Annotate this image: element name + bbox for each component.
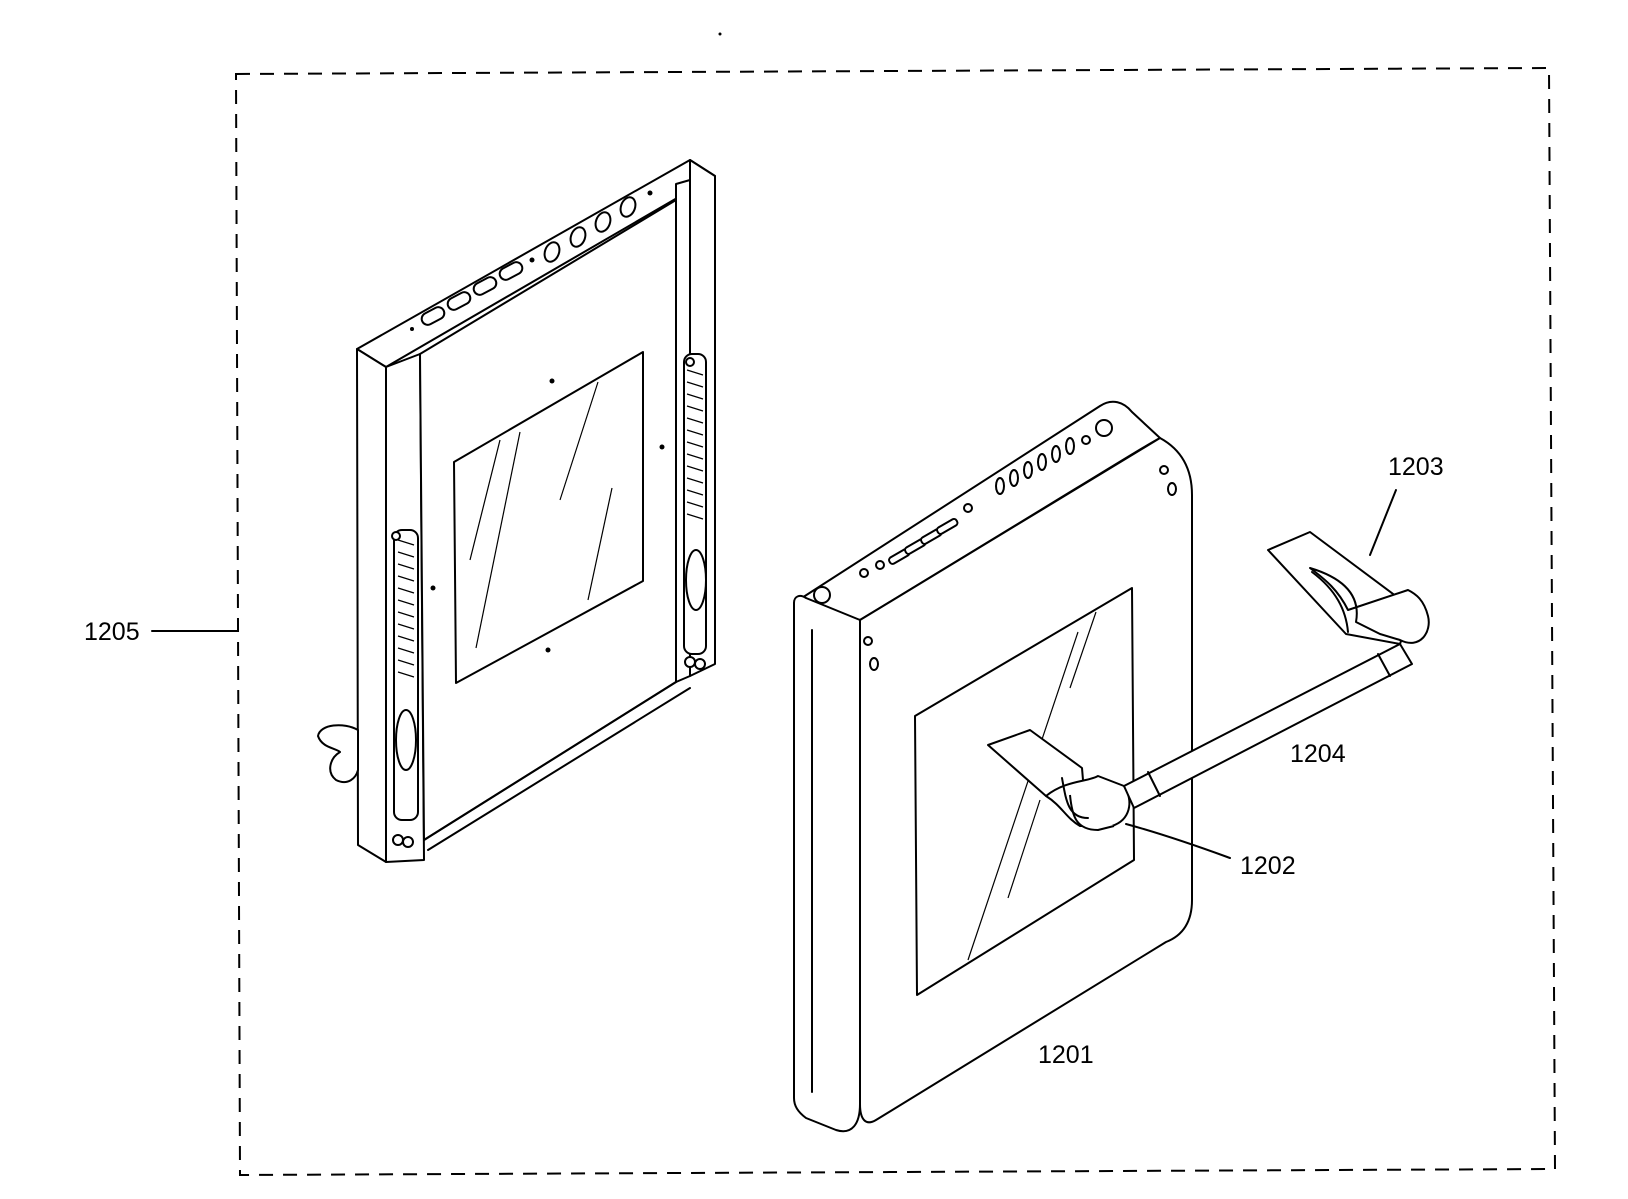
right-hinge-spring [683, 353, 707, 670]
outer-door [793, 400, 1193, 1133]
hinge-hook [317, 724, 359, 784]
top-vent-holes [410, 190, 653, 331]
handle [987, 531, 1430, 831]
handle-bar [1123, 643, 1413, 809]
label-1202: 1202 [1240, 852, 1296, 880]
inner-door-frame [317, 159, 716, 863]
inner-window-reflection [469, 381, 613, 649]
assembly-boundary [234, 66, 1557, 1177]
label-1204: 1204 [1290, 740, 1346, 768]
left-hinge-spring [391, 529, 419, 848]
label-1205: 1205 [84, 618, 140, 646]
inner-window [453, 351, 644, 684]
label-1203: 1203 [1388, 453, 1444, 481]
outer-window-reflection [967, 611, 1097, 961]
leader-1202 [1125, 823, 1231, 859]
outer-top-vents [813, 419, 1177, 671]
stray-dot [718, 32, 722, 36]
leader-1203 [1369, 489, 1397, 556]
label-1201: 1201 [1038, 1041, 1094, 1069]
